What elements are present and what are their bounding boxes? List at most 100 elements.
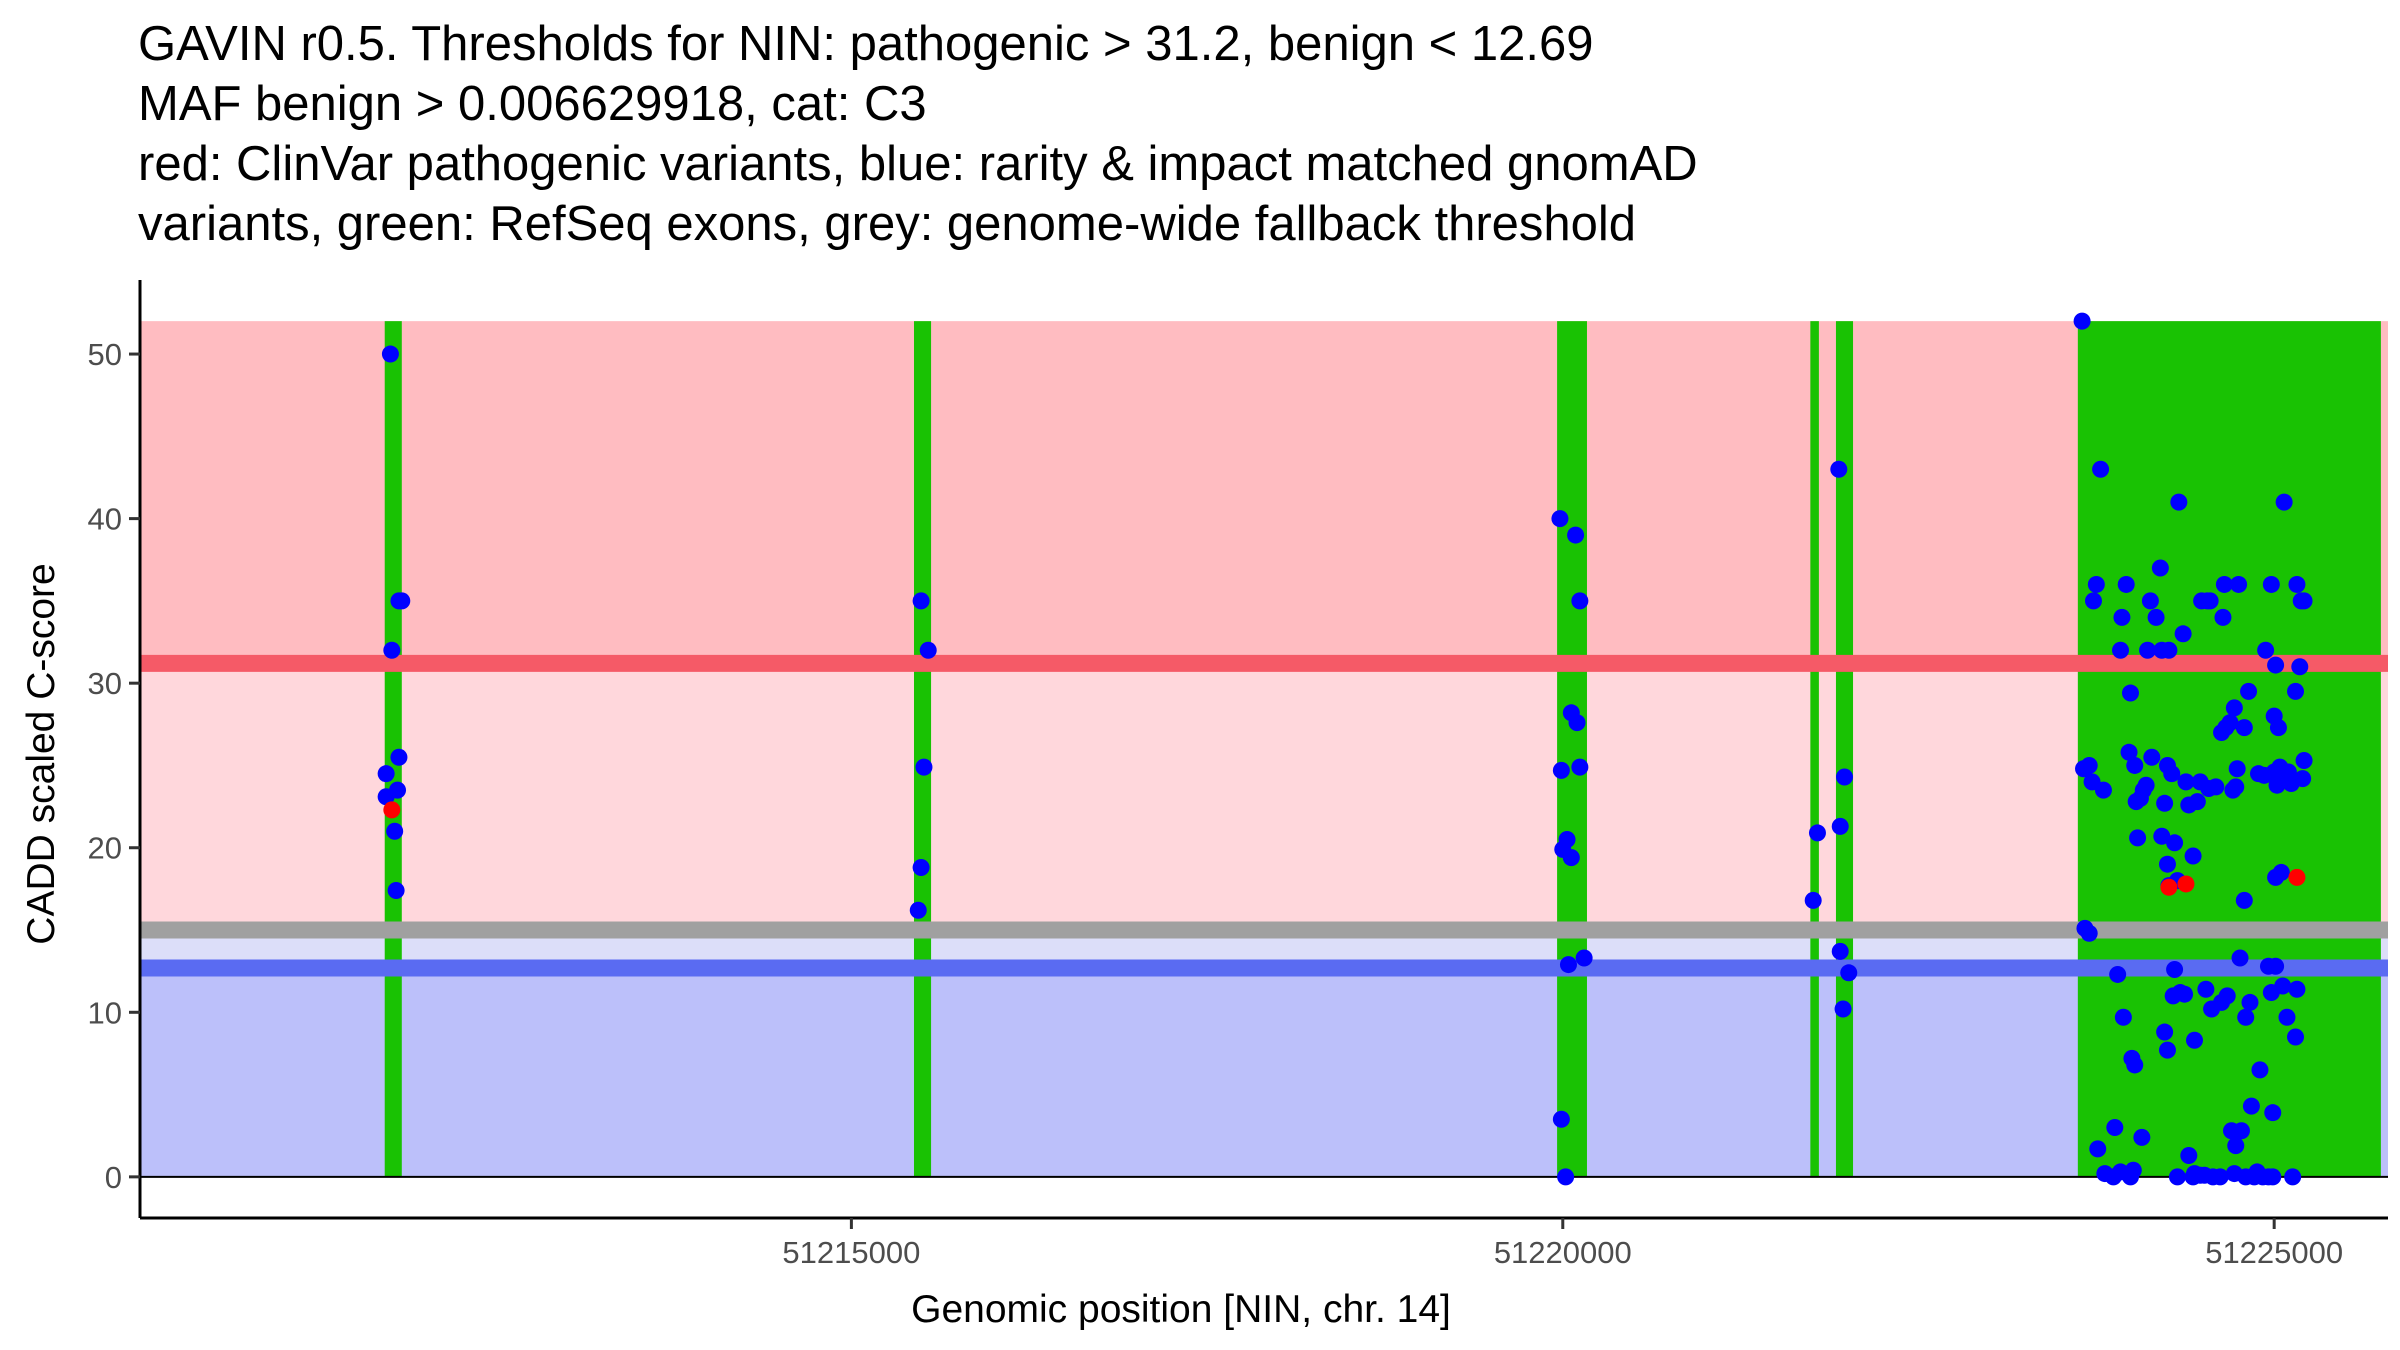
clinvar-point-1 xyxy=(383,801,401,819)
gnomad-point-106 xyxy=(2235,719,2253,737)
gnomad-point-101 xyxy=(2221,714,2239,732)
gnomad-point-152 xyxy=(2267,656,2285,674)
gnomad-point-7 xyxy=(386,822,404,840)
gnomad-point-74 xyxy=(2147,608,2165,626)
gnomad-point-178 xyxy=(2284,1168,2302,1186)
gnomad-point-102 xyxy=(2225,699,2243,717)
gnomad-point-174 xyxy=(2274,977,2292,995)
gnomad-point-129 xyxy=(2242,1097,2260,1115)
clinvar-point-4 xyxy=(2288,868,2306,886)
gnomad-point-28 xyxy=(1552,1110,1570,1128)
gnomad-point-166 xyxy=(2291,658,2309,676)
gnomad-point-16 xyxy=(1551,510,1569,528)
gnomad-point-5 xyxy=(389,781,407,799)
gnomad-point-90 xyxy=(2184,847,2202,865)
gnomad-point-43 xyxy=(2092,460,2110,478)
gnomad-point-150 xyxy=(2257,641,2275,659)
gnomad-point-17 xyxy=(1552,761,1570,779)
gnomad-point-131 xyxy=(2227,1137,2245,1155)
gnomad-point-107 xyxy=(2214,608,2232,626)
gnomad-point-151 xyxy=(2262,575,2280,593)
gnomad-point-105 xyxy=(2230,575,2248,593)
gnomad-point-1 xyxy=(381,345,399,363)
gnomad-point-167 xyxy=(2294,770,2312,788)
gnomad-point-47 xyxy=(2080,924,2098,942)
gnomad-point-125 xyxy=(2251,1061,2269,1079)
gnomad-point-70 xyxy=(2131,789,2149,807)
gnomad-point-114 xyxy=(2158,1041,2176,1059)
gnomad-point-6 xyxy=(390,748,408,766)
gnomad-point-77 xyxy=(2160,641,2178,659)
gnomad-point-72 xyxy=(2141,592,2159,610)
gnomad-point-160 xyxy=(2275,493,2293,511)
gnomad-point-124 xyxy=(2235,891,2253,909)
gnomad-point-69 xyxy=(2137,776,2155,794)
x-axis-label: Genomic position [NIN, chr. 14] xyxy=(911,1288,1451,1331)
gnomad-point-19 xyxy=(1558,831,1576,849)
gnomad-point-73 xyxy=(2143,748,2161,766)
gnomad-point-45 xyxy=(2094,781,2112,799)
gnomad-point-71 xyxy=(2139,641,2157,659)
gnomad-point-61 xyxy=(2113,608,2131,626)
gnomad-point-27 xyxy=(1575,949,1593,967)
gnomad-point-117 xyxy=(2197,980,2215,998)
y-tick-label-50: 50 xyxy=(88,337,122,372)
gnomad-point-23 xyxy=(1567,526,1585,544)
gnomad-point-123 xyxy=(2241,993,2259,1011)
gnomad-point-164 xyxy=(2288,575,2306,593)
gnomad-point-33 xyxy=(1831,817,1849,835)
gnomad-point-120 xyxy=(2218,987,2236,1005)
y-tick-label-0: 0 xyxy=(105,1160,122,1195)
gnomad-point-64 xyxy=(2120,743,2138,761)
exon-bar-3 xyxy=(1557,321,1587,1177)
gnomad-point-42 xyxy=(2087,575,2105,593)
exon-bar-4 xyxy=(1810,321,1819,1177)
exon-bar-2 xyxy=(913,321,932,1177)
gnomad-point-26 xyxy=(1559,956,1577,974)
gnomad-point-8 xyxy=(387,882,405,900)
gnomad-point-135 xyxy=(2168,1168,2186,1186)
gnomad-point-54 xyxy=(2106,1118,2124,1136)
gnomad-point-173 xyxy=(2267,957,2285,975)
gnomad-point-12 xyxy=(919,641,937,659)
gnomad-point-91 xyxy=(2188,793,2206,811)
gnomad-point-3 xyxy=(377,765,395,783)
gnomad-point-62 xyxy=(2117,575,2135,593)
gnomad-point-30 xyxy=(1804,891,1822,909)
gnomad-point-177 xyxy=(2288,980,2306,998)
gnomad-point-14 xyxy=(912,858,930,876)
gnomad-point-163 xyxy=(2287,682,2305,700)
gnomad-point-81 xyxy=(2153,827,2171,845)
gnomad-point-109 xyxy=(2224,781,2242,799)
gnomad-point-104 xyxy=(2228,760,2246,778)
gnomad-point-170 xyxy=(2279,763,2297,781)
gnomad-point-83 xyxy=(2166,834,2184,852)
gnomad-point-32 xyxy=(1830,460,1848,478)
gnomad-point-80 xyxy=(2156,794,2174,812)
gnomad-point-58 xyxy=(2126,1056,2144,1074)
gnomad-point-115 xyxy=(2164,987,2182,1005)
gnomad-point-56 xyxy=(2109,965,2127,983)
gnomad-point-59 xyxy=(2133,1128,2151,1146)
title-line-2: MAF benign > 0.006629918, cat: C3 xyxy=(138,77,927,131)
gnomad-point-34 xyxy=(1835,768,1853,786)
gnomad-point-95 xyxy=(2201,592,2219,610)
y-tick-label-10: 10 xyxy=(88,995,122,1030)
gnomad-point-136 xyxy=(2180,1146,2198,1164)
gnomad-point-36 xyxy=(1834,1000,1852,1018)
y-axis-label: CADD scaled C-score xyxy=(20,563,63,944)
gnomad-point-140 xyxy=(2211,1168,2229,1186)
gnomad-point-108 xyxy=(2240,682,2258,700)
chart-title: GAVIN r0.5. Thresholds for NIN: pathogen… xyxy=(138,14,1698,254)
gnomad-point-87 xyxy=(2174,625,2192,643)
gnomad-point-176 xyxy=(2287,1028,2305,1046)
gnomad-point-75 xyxy=(2151,559,2169,577)
title-line-4: variants, green: RefSeq exons, grey: gen… xyxy=(138,197,1637,251)
gnomad-point-67 xyxy=(2129,829,2147,847)
gnomad-point-13 xyxy=(915,758,933,776)
x-tick-label-51215000: 51215000 xyxy=(782,1235,920,1270)
gnomad-point-132 xyxy=(2232,1122,2250,1140)
x-tick-label-51220000: 51220000 xyxy=(1494,1235,1632,1270)
